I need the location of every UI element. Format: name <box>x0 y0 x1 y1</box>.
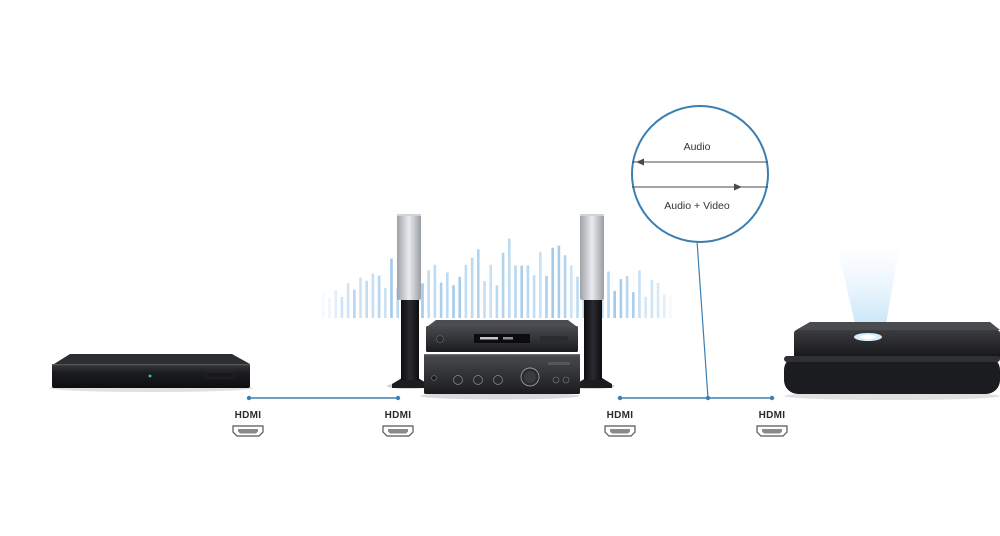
hdmi-port-icon <box>232 425 264 437</box>
callout-leader-line <box>696 240 709 399</box>
callout-audio-video-label: Audio + Video <box>664 200 730 212</box>
cable-endpoint-dot <box>617 395 623 401</box>
hdmi-port-label: HDMI <box>384 410 412 421</box>
laser-projector-device <box>784 322 1000 400</box>
hdmi-port-label: HDMI <box>758 410 786 421</box>
hdmi-port-projector: HDMI <box>742 410 802 438</box>
hdmi-port-receiver-in: HDMI <box>368 410 428 438</box>
hdmi-port-label: HDMI <box>234 410 262 421</box>
hdmi-port-icon <box>382 425 414 437</box>
left-tower-speaker <box>387 214 431 389</box>
av-receiver-stack <box>420 320 580 400</box>
cable-endpoint-dot <box>769 395 775 401</box>
cable-endpoint-dot <box>246 395 252 401</box>
signal-direction-callout <box>631 105 769 243</box>
media-player-device <box>49 354 253 392</box>
arrow-right-icon <box>734 183 742 191</box>
equalizer-fade <box>318 240 678 320</box>
arrow-left-icon <box>636 158 644 166</box>
hdmi-port-label: HDMI <box>606 410 634 421</box>
hdmi-port-icon <box>756 425 788 437</box>
hdmi-port-receiver-out: HDMI <box>590 410 650 438</box>
callout-audio-label: Audio <box>683 141 711 153</box>
hdmi-port-icon <box>604 425 636 437</box>
hdmi-port-player: HDMI <box>218 410 278 438</box>
cable-endpoint-dot <box>395 395 401 401</box>
right-tower-speaker <box>571 214 615 389</box>
projector-light-beam <box>836 242 900 336</box>
